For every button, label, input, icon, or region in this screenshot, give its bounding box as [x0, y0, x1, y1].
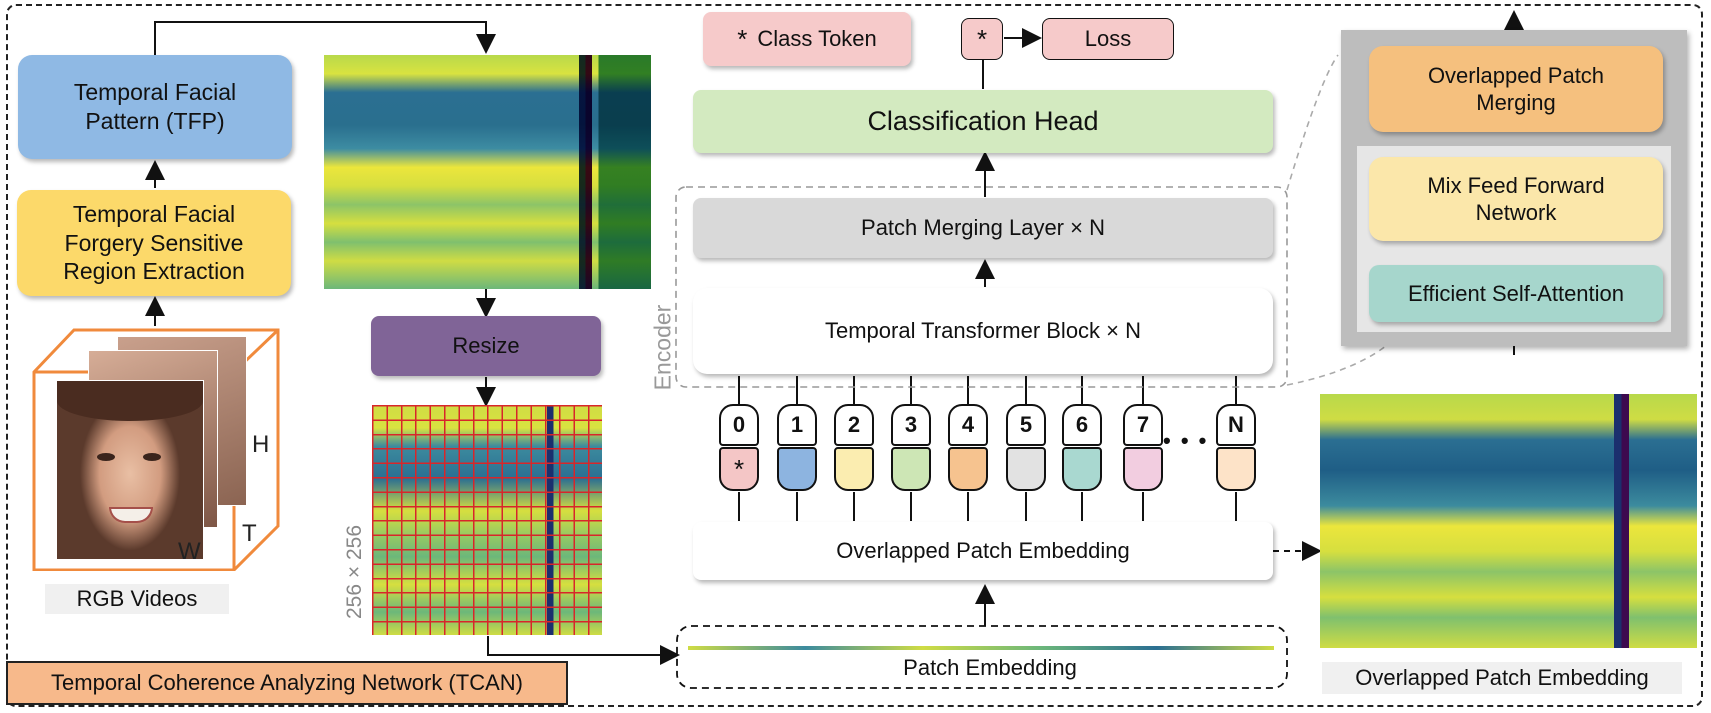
- star-token: *: [961, 18, 1003, 60]
- class-token-box: * Class Token: [703, 12, 911, 66]
- rgb-videos-label-box: RGB Videos: [45, 584, 229, 614]
- resized-grid-heatmap: [372, 405, 602, 635]
- rgb-videos-label: RGB Videos: [76, 586, 198, 611]
- encoder-dashed-box: [675, 186, 1288, 388]
- overlapped-embedding-label: Overlapped Patch Embedding: [836, 538, 1130, 564]
- size-label: 256 × 256: [343, 525, 366, 620]
- face-frame-front: [56, 380, 204, 560]
- token-index-7: 7: [1123, 404, 1163, 446]
- video-frames-cube: H T W: [30, 326, 280, 571]
- transformer-label: Temporal Transformer Block × N: [824, 318, 1142, 344]
- overlapped-merging-label: Overlapped Patch Merging: [1427, 62, 1605, 116]
- zoom-line-top: [1286, 54, 1339, 191]
- token-index-5: 5: [1006, 404, 1046, 446]
- tfp-box: Temporal Facial Pattern (TFP): [18, 55, 292, 159]
- token-index-N: N: [1216, 404, 1256, 446]
- network-name-box: Temporal Coherence Analyzing Network (TC…: [6, 661, 568, 705]
- overlapped-embedding-heatmap: [1320, 394, 1697, 648]
- patch-embedding-dashed-box: [676, 625, 1288, 689]
- network-name-label: Temporal Coherence Analyzing Network (TC…: [51, 670, 523, 695]
- patch-merging-label: Patch Merging Layer × N: [861, 215, 1105, 241]
- tfp-heatmap: [324, 55, 651, 289]
- classification-head-label: Classification Head: [867, 105, 1099, 136]
- diagram-frame: [6, 4, 1703, 707]
- right-caption-box: Overlapped Patch Embedding: [1322, 662, 1682, 694]
- token-embedding-7: [1123, 447, 1163, 491]
- esa-label: Efficient Self-Attention: [1407, 280, 1625, 306]
- token-stems: [738, 376, 1237, 521]
- resize-box: Resize: [371, 316, 601, 376]
- face-hair: [57, 381, 203, 421]
- tfp-label: Temporal Facial Pattern (TFP): [73, 79, 237, 134]
- zoom-line-bottom: [1286, 339, 1394, 386]
- token-index-6: 6: [1062, 404, 1102, 446]
- encoder-label-box: Encoder: [648, 300, 676, 391]
- overlapped-merging-box: Overlapped Patch Merging: [1369, 46, 1663, 132]
- arrow-tfp-to-heatmap: [154, 21, 496, 55]
- transformer-box: Temporal Transformer Block × N: [693, 288, 1273, 374]
- face-eye-left: [97, 453, 115, 461]
- token-embedding-0: *: [719, 447, 759, 491]
- face-eye-right: [143, 453, 161, 461]
- face-mouth: [109, 507, 153, 523]
- token-index-4: 4: [948, 404, 988, 446]
- star-token-symbol: *: [976, 23, 988, 54]
- patch-embedding-strip: [688, 646, 1274, 650]
- resize-label: Resize: [452, 333, 520, 359]
- token-embedding-3: [891, 447, 931, 491]
- token-embedding-2: [834, 447, 874, 491]
- overlapped-embedding-box: Overlapped Patch Embedding: [693, 522, 1273, 580]
- encoder-label: Encoder: [649, 304, 676, 391]
- class-token-label: Class Token: [757, 26, 877, 52]
- extraction-box: Temporal Facial Forgery Sensitive Region…: [17, 190, 291, 296]
- token-embedding-6: [1062, 447, 1102, 491]
- axis-t-label: T: [242, 520, 257, 547]
- loss-box: Loss: [1042, 18, 1174, 60]
- axis-w-label: W: [178, 538, 201, 565]
- class-token-star: *: [737, 23, 748, 54]
- token-index-2: 2: [834, 404, 874, 446]
- esa-box: Efficient Self-Attention: [1369, 265, 1663, 322]
- loss-label: Loss: [1084, 26, 1132, 52]
- token-index-3: 3: [891, 404, 931, 446]
- token-index-0: 0: [719, 404, 759, 446]
- arrow-grid-to-patch-embedding: [487, 636, 680, 665]
- patch-merging-box: Patch Merging Layer × N: [693, 198, 1273, 258]
- mix-ffn-label: Mix Feed Forward Network: [1427, 172, 1605, 226]
- token-index-1: 1: [777, 404, 817, 446]
- patch-embedding-label: Patch Embedding: [903, 655, 1077, 680]
- token-embedding-4: [948, 447, 988, 491]
- token-ellipsis: • • •: [1163, 428, 1209, 453]
- token-embedding-5: [1006, 447, 1046, 491]
- extraction-label: Temporal Facial Forgery Sensitive Region…: [63, 200, 245, 285]
- axis-h-label: H: [252, 431, 270, 458]
- right-caption: Overlapped Patch Embedding: [1355, 665, 1649, 690]
- mix-ffn-box: Mix Feed Forward Network: [1369, 157, 1663, 241]
- token-embedding-N: [1216, 447, 1256, 491]
- classification-head-box: Classification Head: [693, 90, 1273, 153]
- size-label-box: 256 × 256: [339, 520, 369, 630]
- token-embedding-1: [777, 447, 817, 491]
